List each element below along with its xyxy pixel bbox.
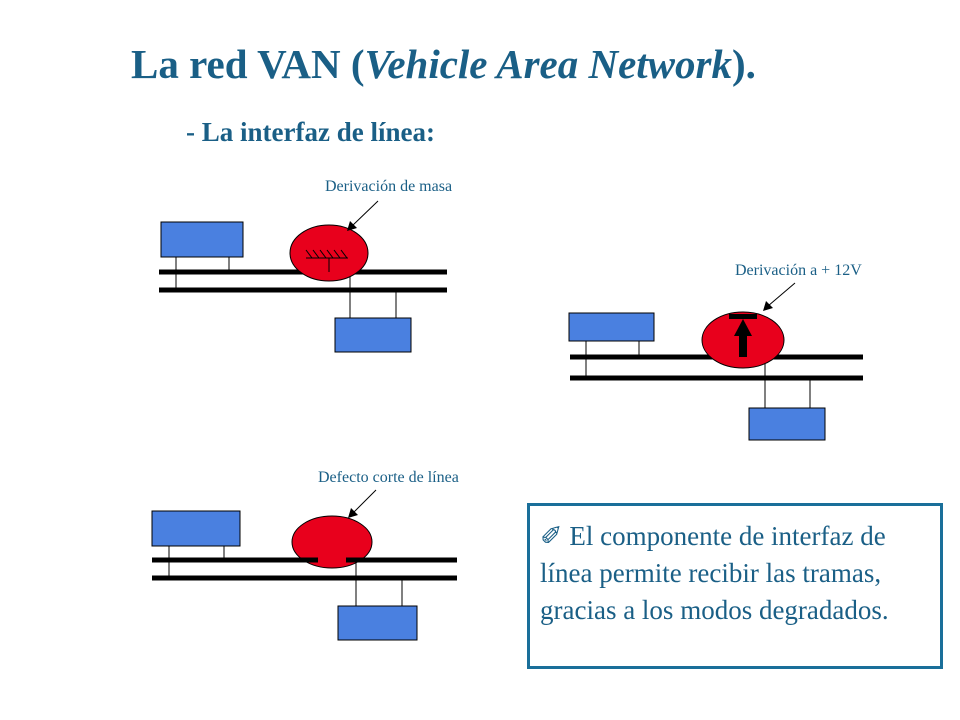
pointer-arrow (767, 282, 796, 307)
line-cut-diagram (151, 489, 457, 641)
note-box: ✐ El componente de interfaz de línea per… (527, 503, 943, 669)
note-text: El componente de interfaz de línea permi… (540, 521, 889, 625)
ground-short-diagram (159, 200, 447, 353)
pointer-arrow (352, 489, 377, 514)
plus12v-symbol-icon (729, 314, 757, 357)
arrow-head-icon (347, 221, 357, 231)
line-cut-label: Defecto corte de línea (318, 469, 459, 486)
plus12v-short-diagram (568, 282, 863, 441)
node-box (337, 605, 418, 641)
title-end: ). (731, 41, 756, 87)
arrow-head-icon (763, 301, 773, 311)
fault-ellipse (291, 515, 373, 569)
node-box (568, 312, 655, 342)
ground-symbol-icon (305, 249, 348, 272)
node-box (160, 221, 244, 258)
line-cut-gap (318, 554, 346, 564)
node-box (151, 510, 241, 547)
pointer-arrow (351, 200, 379, 227)
arrow-head-icon (348, 508, 358, 518)
title-italic: Vehicle Area Network (364, 41, 732, 87)
pencil-bullet-icon: ✐ (540, 521, 563, 551)
node-box (334, 317, 412, 353)
ground-short-label: Derivación de masa (325, 178, 453, 195)
plus12v-short-label: Derivación a + 12V (735, 262, 862, 279)
node-box (748, 407, 826, 441)
slide-subtitle: - La interfaz de línea: (186, 117, 435, 147)
title-main: La red VAN ( (131, 41, 365, 87)
slide-title: La red VAN (Vehicle Area Network). (131, 40, 756, 88)
